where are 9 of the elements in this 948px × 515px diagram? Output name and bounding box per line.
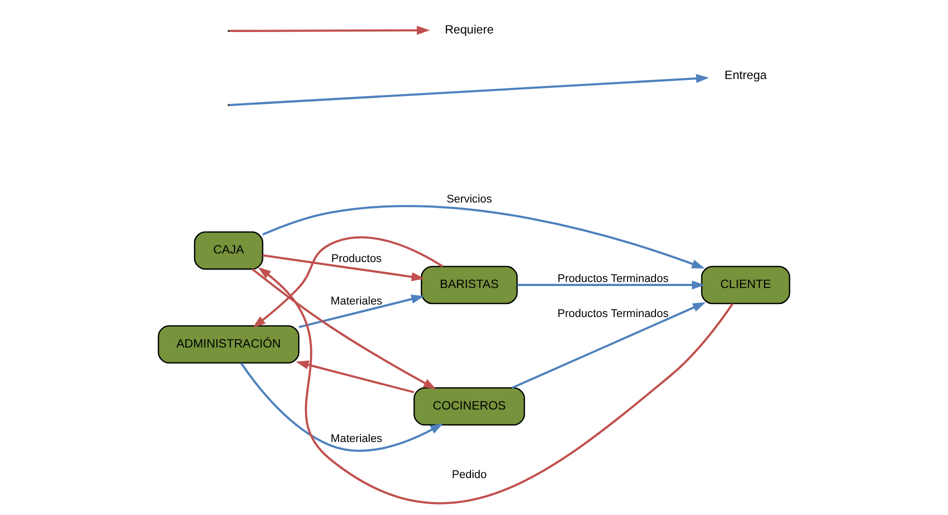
edge-label: Servicios <box>446 194 492 206</box>
edge-label: Materiales <box>330 295 382 308</box>
edge-label: Materiales <box>330 433 382 446</box>
legend-label: Entrega <box>724 68 767 82</box>
legend-label: Requiere <box>444 22 494 36</box>
edge-label: Productos <box>331 253 382 266</box>
edge-label: Productos Terminados <box>557 308 669 320</box>
edge-label: Pedido <box>452 469 487 482</box>
edge-label: Productos Terminados <box>557 272 669 285</box>
